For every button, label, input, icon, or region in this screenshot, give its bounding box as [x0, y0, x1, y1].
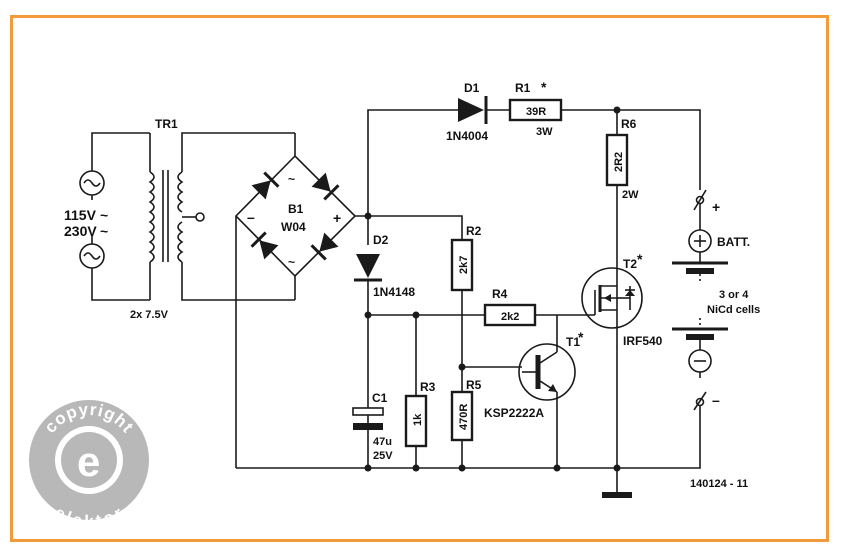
- c1-voltage: 25V: [373, 450, 393, 462]
- wiring-main: [236, 109, 701, 493]
- r5-value: 470R: [458, 404, 470, 430]
- r6-power: 2W: [622, 189, 639, 201]
- c1-ref: C1: [372, 391, 388, 405]
- battery-label: BATT.: [717, 235, 750, 249]
- mains-voltage-label-2: 230V: [64, 223, 97, 239]
- diode-d1: [458, 96, 488, 124]
- t1-star: *: [578, 329, 584, 345]
- battery-terminal-plus: +: [712, 199, 720, 215]
- resistor-r2: [450, 238, 474, 292]
- d1-part: 1N4004: [446, 129, 488, 143]
- t1-ref: T1: [566, 335, 580, 349]
- battery-cells-line2: NiCd cells: [707, 304, 760, 316]
- resistor-r6: [605, 133, 629, 187]
- r1-ref: R1: [515, 81, 531, 95]
- figure-number: 140124 - 11: [690, 478, 748, 490]
- ground-symbol: [602, 492, 632, 498]
- r3-ref: R3: [420, 380, 436, 394]
- r2-value: 2k7: [458, 256, 470, 274]
- transformer-ref: TR1: [155, 117, 178, 131]
- r1-value: 39R: [526, 106, 546, 118]
- d1-ref: D1: [464, 81, 480, 95]
- bridge-plus: +: [333, 210, 341, 226]
- bridge-rectifier-b1: [234, 133, 368, 468]
- r6-ref: R6: [621, 117, 637, 131]
- bridge-ac-bottom: ~: [288, 255, 295, 269]
- transistor-t1: [518, 315, 576, 401]
- battery-terminal-minus: –: [712, 392, 720, 408]
- t1-part: KSP2222A: [484, 406, 544, 420]
- t2-star: *: [637, 251, 643, 267]
- watermark-logo-letter: e: [77, 438, 100, 485]
- d2-part: 1N4148: [373, 285, 415, 299]
- resistor-r3: [404, 394, 428, 448]
- battery-cells-line1: 3 or 4: [719, 289, 749, 301]
- r1-star: *: [541, 79, 547, 95]
- mains-source-115v: [79, 170, 105, 196]
- r5-ref: R5: [466, 378, 482, 392]
- battery-terminals: [693, 189, 707, 411]
- mains-voltage-label-1: 115V: [64, 207, 97, 223]
- d2-ref: D2: [373, 233, 389, 247]
- bridge-ac-top: ~: [288, 172, 295, 186]
- diode-d2: [354, 254, 382, 282]
- r3-value: 1k: [412, 413, 424, 426]
- r4-ref: R4: [492, 287, 508, 301]
- transformer-secondary-label: 2x 7.5V: [130, 309, 169, 321]
- transformer-tr1: [148, 132, 295, 301]
- bridge-part: W04: [281, 220, 306, 234]
- resistor-r1: [508, 98, 563, 122]
- bridge-ref: B1: [288, 202, 304, 216]
- r1-power: 3W: [536, 126, 553, 138]
- mains-wiring: [91, 132, 150, 301]
- r4-value: 2k2: [501, 311, 519, 323]
- resistor-r4: [483, 303, 537, 327]
- t2-part: IRF540: [623, 334, 663, 348]
- bridge-minus: –: [247, 209, 255, 225]
- battery-cells: [672, 229, 728, 373]
- mains-tilde-2: ~: [100, 223, 108, 239]
- t2-ref: T2: [623, 257, 637, 271]
- mains-tilde-1: ~: [100, 207, 108, 223]
- capacitor-c1: [352, 407, 384, 430]
- junction-dots: [364, 106, 621, 472]
- r2-ref: R2: [466, 224, 482, 238]
- resistor-r5: [450, 390, 474, 442]
- c1-value: 47u: [373, 436, 392, 448]
- copyright-watermark: copyright elektor e: [29, 400, 149, 531]
- mosfet-t2: [581, 267, 643, 330]
- mains-source-230v: [79, 243, 105, 269]
- r6-value: 2R2: [613, 152, 625, 172]
